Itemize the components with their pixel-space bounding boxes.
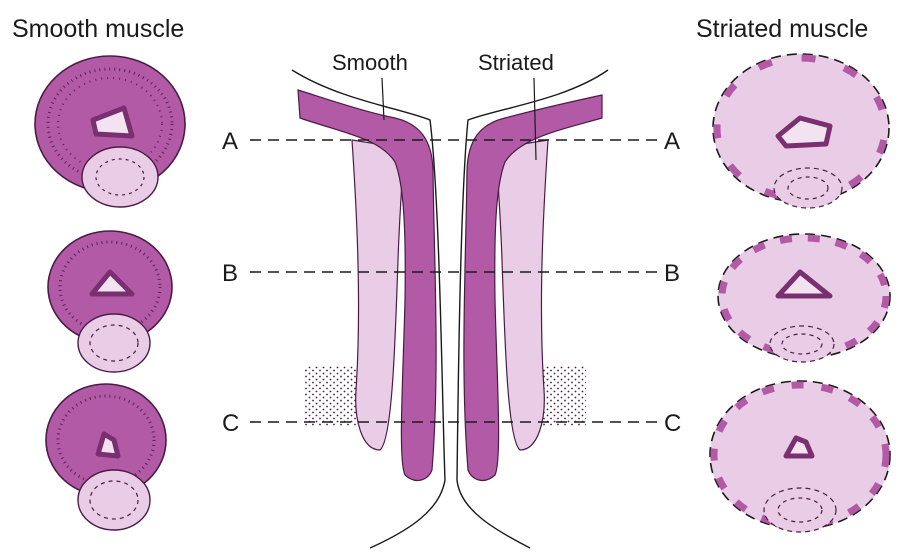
striated-section-c <box>710 381 890 532</box>
label-striated: Striated <box>478 50 554 75</box>
label-smooth: Smooth <box>332 50 408 75</box>
level-label-b-left: B <box>222 260 238 287</box>
striated-section-a <box>713 54 889 208</box>
smooth-section-c <box>46 384 166 530</box>
level-label-b-right: B <box>664 260 680 287</box>
smooth-layer-right <box>497 140 548 450</box>
leader-line-smooth <box>382 78 384 120</box>
striated-section-b <box>718 234 890 362</box>
heading-smooth-muscle: Smooth muscle <box>12 15 184 43</box>
smooth-section-b <box>48 231 172 372</box>
smooth-section-a <box>35 56 185 207</box>
level-label-a-right: A <box>664 128 680 155</box>
heading-striated-muscle: Striated muscle <box>696 15 868 43</box>
level-label-c-right: C <box>664 410 681 437</box>
level-label-a-left: A <box>222 128 238 155</box>
center-section: Smooth Striated <box>292 50 608 548</box>
smooth-layer-left <box>352 140 403 450</box>
level-lines: A A B B C C <box>222 128 681 437</box>
level-label-c-left: C <box>222 410 239 437</box>
